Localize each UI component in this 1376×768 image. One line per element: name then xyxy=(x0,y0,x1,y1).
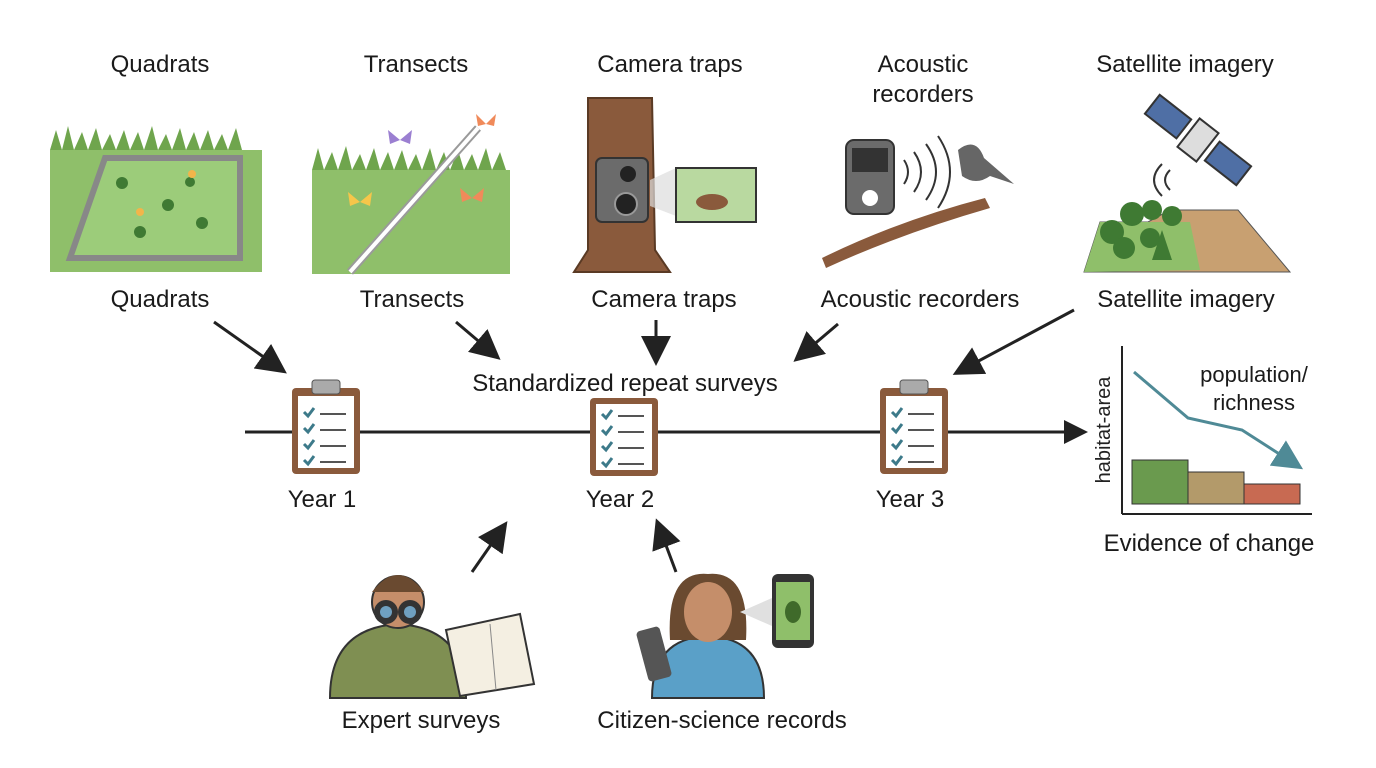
source-arrows xyxy=(470,518,681,573)
year-1-label: Year 1 xyxy=(287,486,357,513)
citizen-science-label: Citizen-science records xyxy=(597,707,847,734)
expert-surveys-label: Expert surveys xyxy=(341,707,501,734)
transect-illustration xyxy=(312,114,510,275)
method-label-quadrats: Quadrats xyxy=(110,286,210,313)
camera-trap-illustration xyxy=(572,97,757,273)
method-label-acoustic-recorders: Acoustic recorders xyxy=(820,286,1020,313)
habitat-bar-3 xyxy=(1243,483,1301,505)
method-arrows xyxy=(213,308,1075,375)
method-title-quadrats: Quadrats xyxy=(110,51,210,78)
timeline-caption: Standardized repeat surveys xyxy=(472,370,778,397)
year-3-label: Year 3 xyxy=(875,486,945,513)
method-title-transects: Transects xyxy=(363,51,469,78)
y-axis-label: habitat-area xyxy=(1093,376,1115,484)
method-title-satellite-imagery: Satellite imagery xyxy=(1096,51,1274,78)
evidence-title: Evidence of change xyxy=(1103,530,1315,557)
population-richness-label: population/ richness xyxy=(1200,362,1308,415)
population-trend-line xyxy=(1133,370,1304,470)
method-label-transects: Transects xyxy=(359,286,465,313)
clipboard-year-2 xyxy=(590,398,658,476)
method-label-satellite-imagery: Satellite imagery xyxy=(1097,286,1275,313)
citizen-illustration xyxy=(636,573,814,699)
method-title-camera-traps: Camera traps xyxy=(597,51,743,78)
method-title-acoustic-recorders: Acoustic recorders xyxy=(872,51,974,108)
expert-illustration xyxy=(328,575,536,699)
clipboard-year-1 xyxy=(292,379,360,474)
year-2-label: Year 2 xyxy=(585,486,655,513)
quadrat-illustration xyxy=(50,126,262,272)
method-label-camera-traps: Camera traps xyxy=(591,286,737,313)
satellite-illustration xyxy=(1083,93,1292,273)
habitat-bar-2 xyxy=(1187,471,1245,505)
clipboard-year-3 xyxy=(880,379,948,474)
acoustic-recorder-illustration xyxy=(822,135,1014,268)
evidence-chart: habitat-area xyxy=(1093,346,1312,515)
habitat-bar-1 xyxy=(1131,459,1189,505)
